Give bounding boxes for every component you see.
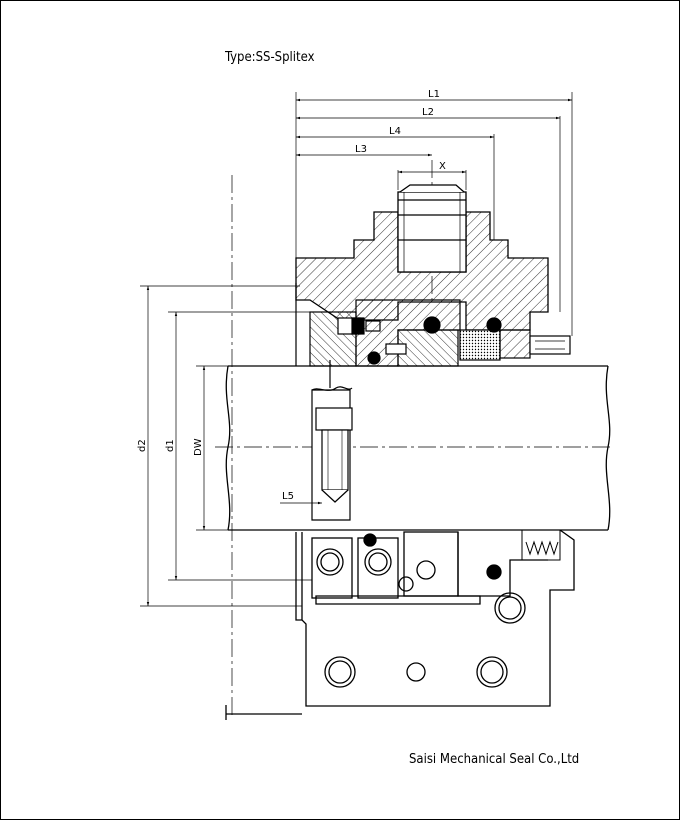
dimension-lines	[140, 92, 573, 720]
company-name: Saisi Mechanical Seal Co.,Ltd	[409, 752, 580, 767]
dim-L2: L2	[422, 107, 434, 118]
dim-L3: L3	[355, 144, 367, 155]
dim-L4: L4	[389, 126, 401, 137]
dim-L1: L1	[428, 89, 440, 100]
gland-upper	[295, 184, 549, 331]
dim-d1: d1	[165, 439, 176, 452]
rotary-upper	[295, 283, 571, 367]
drawing-title: Type:SS-Splitex	[225, 50, 315, 65]
dim-DW: DW	[193, 438, 204, 456]
set-screw-detail	[311, 360, 353, 521]
dim-L5: L5	[282, 491, 294, 502]
lower-holes	[316, 533, 526, 688]
spring	[521, 529, 561, 561]
shaft	[225, 365, 611, 531]
dim-X: X	[439, 161, 446, 172]
dim-d2: d2	[137, 439, 148, 452]
